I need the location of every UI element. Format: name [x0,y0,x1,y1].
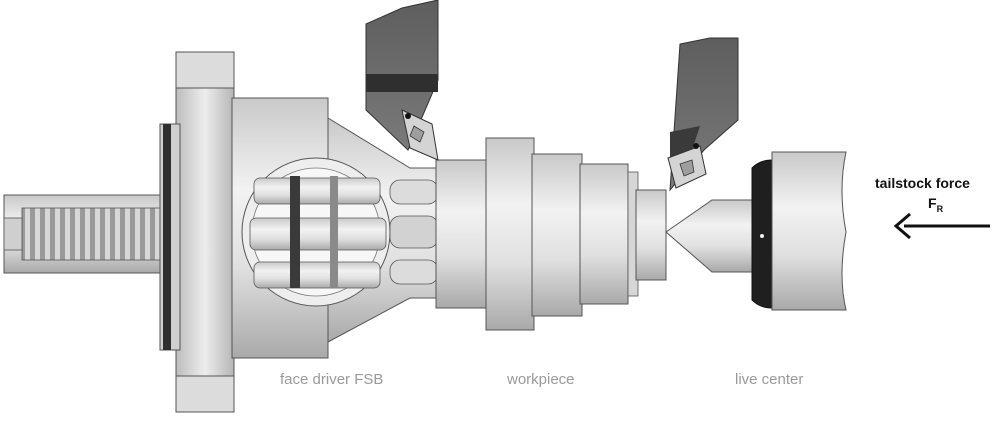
force-symbol: FR [928,195,943,214]
face-driver-label: face driver FSB [280,371,384,388]
tailstock-force-label: tailstock force [875,175,970,191]
live-center-label: live center [735,371,804,388]
face-driver-body [231,97,439,359]
workpiece-label: workpiece [507,371,575,388]
workpiece-part [435,137,667,331]
live-center-part [665,151,847,311]
force-symbol-letter: F [928,195,937,211]
force-symbol-subscript: R [936,203,944,214]
force-arrow [893,212,990,240]
turning-tool-right [667,37,739,192]
threaded-shaft [3,194,173,274]
turning-tool-left [365,0,439,161]
flange [159,51,235,413]
